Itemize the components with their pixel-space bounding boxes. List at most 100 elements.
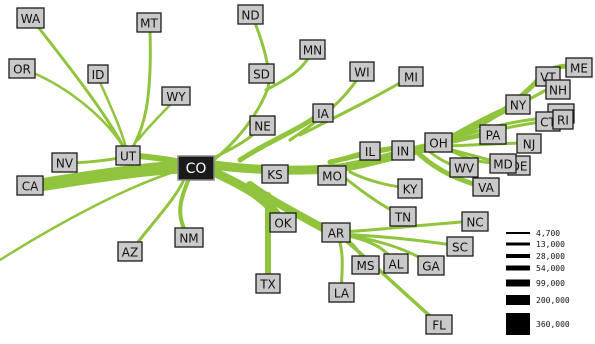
state-node-ut: UT [115, 145, 141, 166]
state-node-tn: TN [389, 206, 417, 227]
state-node-nm: NM [174, 227, 204, 248]
legend-label: 54,000 [536, 264, 565, 273]
node-label: OK [274, 217, 292, 231]
node-label: NY [510, 99, 527, 113]
state-node-va: VA [472, 177, 500, 197]
legend-swatch [506, 232, 530, 234]
state-node-wy: WY [161, 86, 191, 106]
node-box [136, 12, 162, 33]
node-label: WI [354, 66, 369, 80]
state-node-mo: MO [317, 165, 347, 186]
node-box [117, 241, 143, 262]
node-label: SC [452, 241, 468, 255]
state-node-or: OR [8, 58, 36, 79]
state-node-ia: IA [312, 103, 334, 123]
state-node-mi: MI [398, 66, 424, 87]
state-node-mn: MN [299, 39, 326, 60]
state-node-wv: WV [449, 157, 479, 178]
flow-line-1 [0, 168, 182, 262]
node-box [424, 132, 453, 153]
state-node-pa: PA [479, 124, 507, 145]
node-box [269, 212, 297, 233]
node-label: WA [21, 12, 41, 26]
node-label: CA [22, 180, 39, 194]
node-box [489, 153, 517, 174]
state-node-il: IL [359, 141, 381, 161]
node-label: NJ [523, 138, 536, 152]
flow-line-11 [208, 13, 271, 165]
legend-swatch [506, 254, 530, 258]
node-label: MS [357, 259, 375, 273]
state-node-al: AL [383, 253, 409, 274]
legend-label: 99,000 [536, 279, 565, 288]
node-box [328, 282, 355, 303]
node-box [248, 63, 275, 84]
state-node-az: AZ [117, 241, 143, 262]
node-box [321, 222, 351, 243]
node-box [249, 115, 276, 136]
node-box [479, 124, 507, 145]
node-box [391, 140, 415, 161]
node-label: AL [389, 258, 404, 272]
node-label: NC [466, 216, 483, 230]
node-label: FL [432, 319, 446, 333]
state-node-nh: NH [545, 79, 571, 100]
flow-line-7 [126, 28, 152, 157]
flow-line-42 [338, 234, 440, 325]
node-label: ID [92, 68, 105, 82]
node-label: WV [454, 162, 475, 176]
node-label: IA [317, 107, 330, 121]
node-box [359, 141, 381, 161]
node-box [16, 175, 44, 196]
legend: 4,70013,00028,00054,00099,000200,000360,… [506, 229, 570, 335]
node-box [16, 7, 45, 29]
node-box [349, 61, 375, 82]
node-box [87, 64, 109, 84]
node-label: NH [549, 84, 567, 98]
node-box [174, 227, 204, 248]
node-box [317, 165, 347, 186]
node-label: VA [478, 181, 494, 195]
node-label: IN [397, 145, 410, 159]
state-node-ar: AR [321, 222, 351, 243]
node-label: NV [56, 157, 74, 171]
node-label: AZ [122, 246, 138, 260]
state-node-oh: OH [424, 132, 453, 153]
node-label: GA [422, 260, 440, 274]
node-box [446, 236, 474, 257]
node-label: WY [166, 90, 186, 104]
flow-line-0 [33, 160, 191, 192]
flow-line-6 [97, 78, 130, 157]
state-node-tx: TX [255, 273, 281, 294]
node-box [449, 157, 479, 178]
node-label: SD [253, 68, 270, 82]
state-node-mt: MT [136, 12, 162, 33]
node-label: MT [140, 17, 158, 31]
node-label: MD [493, 158, 513, 172]
node-box [51, 152, 78, 173]
node-label: NE [254, 120, 271, 134]
node-box [389, 206, 417, 227]
node-box [115, 145, 141, 166]
state-node-in: IN [391, 140, 415, 161]
node-box [545, 79, 571, 100]
state-node-fl: FL [425, 314, 453, 335]
node-box [351, 255, 380, 275]
node-label: MI [404, 71, 418, 85]
node-label: OR [13, 63, 31, 77]
state-nodes: WAMTNDMNORIDSDWIMIWYNEIAVTMENYNHMACTRIUT… [8, 4, 593, 335]
node-label: AR [328, 227, 345, 241]
origin-node: CO [177, 155, 215, 181]
node-box [312, 103, 334, 123]
node-label: UT [120, 150, 137, 164]
state-node-me: ME [565, 57, 593, 78]
flow-line-38 [338, 219, 476, 234]
legend-swatch [506, 279, 530, 287]
node-box [552, 109, 574, 130]
node-label: KS [267, 168, 283, 182]
node-label: NM [179, 232, 198, 246]
node-label: MO [322, 170, 342, 184]
legend-swatch [506, 242, 530, 246]
node-box [417, 255, 445, 276]
state-node-ri: RI [552, 109, 574, 130]
